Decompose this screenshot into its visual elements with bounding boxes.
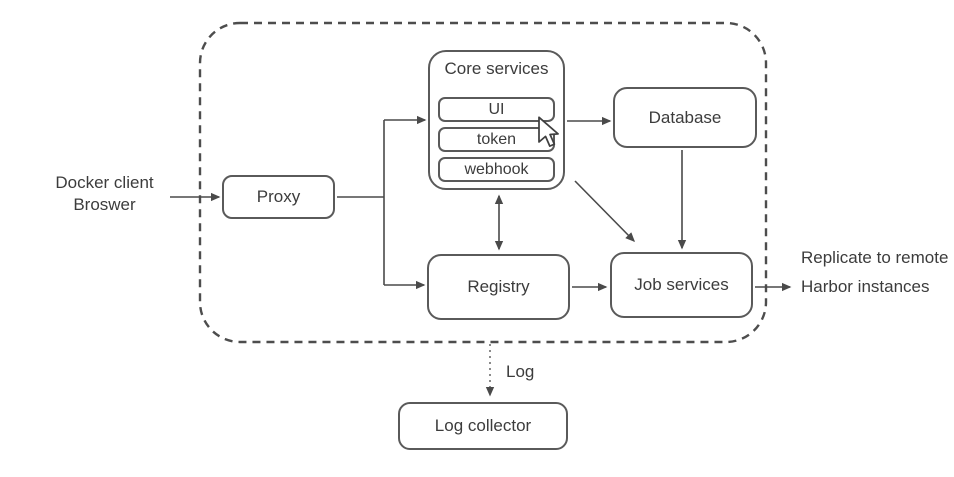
webhook-label: webhook xyxy=(464,160,529,178)
node-ui: UI xyxy=(438,97,555,122)
registry-label: Registry xyxy=(467,277,530,296)
node-token: token xyxy=(438,127,555,152)
node-proxy: Proxy xyxy=(222,175,335,219)
docker-client-label: Docker client Broswer xyxy=(36,172,173,216)
browser-text: Broswer xyxy=(73,195,136,214)
mouse-pointer-icon xyxy=(538,116,559,148)
token-label: token xyxy=(476,130,517,148)
job-services-label: Job services xyxy=(634,275,729,294)
system-boundary-dashed-border xyxy=(198,21,768,344)
proxy-label: Proxy xyxy=(256,187,301,206)
replicate-target-label: Replicate to remote Harbor instances xyxy=(801,248,949,296)
database-label: Database xyxy=(648,107,722,127)
node-log-collector: Log collector xyxy=(398,402,568,450)
ui-label: UI xyxy=(488,100,505,118)
node-database: Database xyxy=(613,87,757,148)
docker-client-text: Docker client xyxy=(55,173,154,192)
log-edge-label: Log xyxy=(506,362,535,381)
node-webhook: webhook xyxy=(438,157,555,182)
node-registry: Registry xyxy=(427,254,570,320)
core-services-title: Core services xyxy=(444,59,549,78)
node-core-services: Core services UI token webhook xyxy=(428,50,565,190)
edge-core-to-job-services xyxy=(574,180,636,243)
node-job-services: Job services xyxy=(610,252,753,318)
log-collector-label: Log collector xyxy=(434,416,532,435)
